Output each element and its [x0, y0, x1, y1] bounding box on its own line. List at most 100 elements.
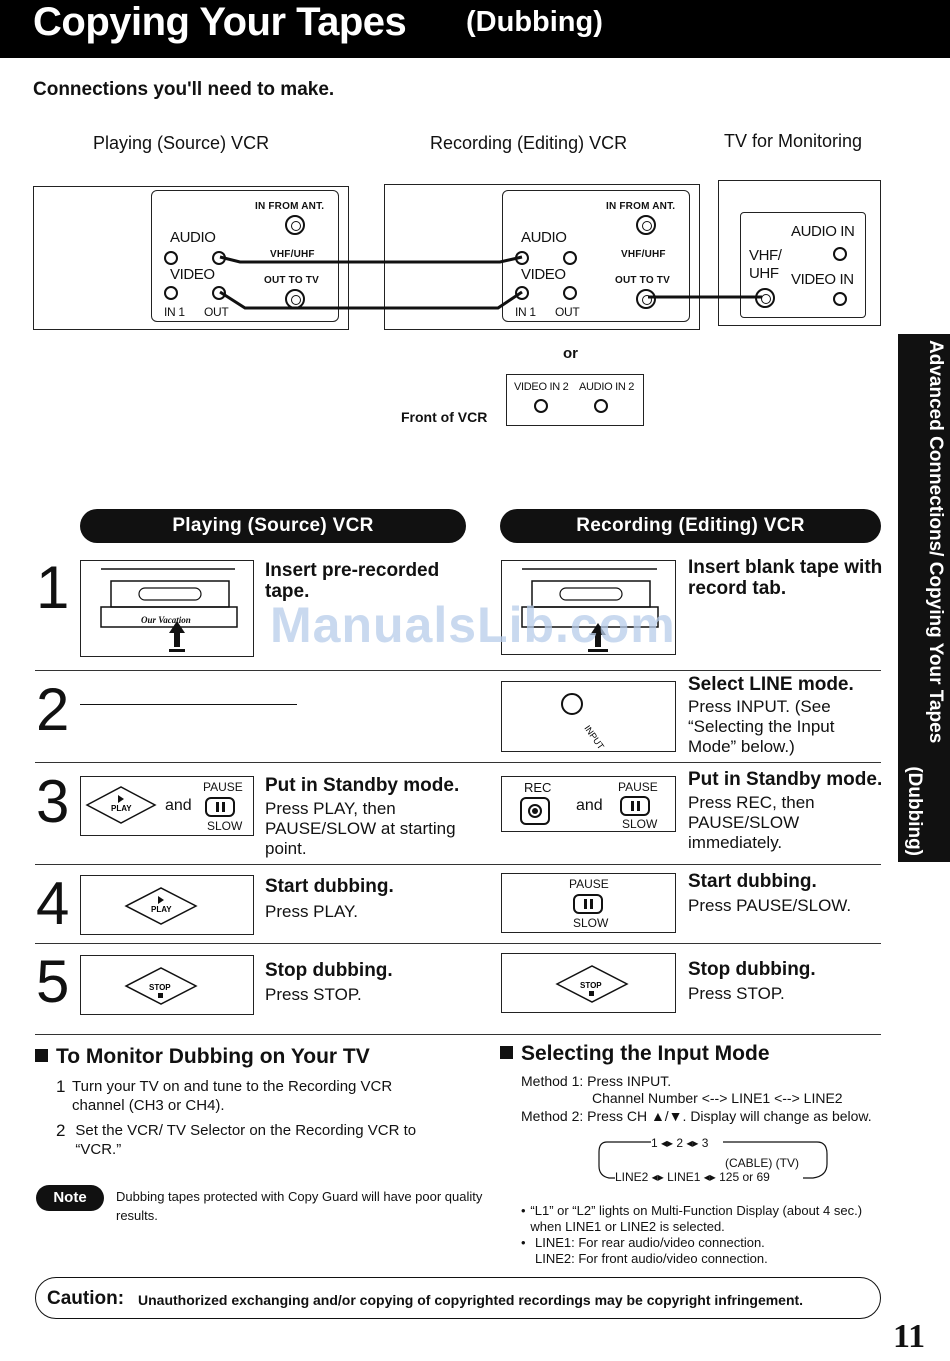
input-button-illustration[interactable]: INPUT — [501, 681, 676, 752]
step-divider — [35, 1034, 881, 1035]
step-text: Press PLAY. — [265, 902, 358, 921]
caution-text: Unauthorized exchanging and/or copying o… — [138, 1292, 804, 1308]
out-to-tv-jack — [285, 289, 305, 309]
svg-text:INPUT: INPUT — [582, 723, 606, 751]
step-text: Press STOP. — [688, 984, 785, 1003]
step-divider — [35, 762, 881, 763]
step-divider — [35, 943, 881, 944]
note-badge: Note — [36, 1185, 104, 1211]
step-title: Insert blank tape with record tab. — [688, 557, 883, 599]
step-text: Press STOP. — [265, 985, 362, 1004]
pause-illustration: PAUSE SLOW — [501, 873, 676, 933]
page-title-paren: (Dubbing) — [466, 6, 603, 38]
step-text: Press PAUSE/SLOW. — [688, 896, 852, 915]
source-vcr-jack-panel: IN FROM ANT. AUDIO VHF/UHF VIDEO OUT TO … — [151, 190, 339, 322]
cycle-top: 1 ◂▸ 2 ◂▸ 3 — [651, 1136, 709, 1150]
list-item: 2 Set the VCR/ TV Selector on the Record… — [56, 1121, 436, 1159]
tv-uhf-label: UHF — [749, 265, 779, 282]
cable-lines — [219, 255, 762, 310]
cycle-arrows-icon — [598, 1141, 828, 1179]
side-tab: Advanced Connections/ Copying Your Tapes… — [898, 334, 950, 862]
page-number: 11 — [893, 1318, 926, 1355]
out-to-tv-label: OUT TO TV — [615, 275, 670, 286]
list-item-number: 2 — [56, 1121, 66, 1140]
pause-label: PAUSE — [203, 780, 243, 794]
svg-text:STOP: STOP — [580, 981, 602, 990]
stop-button-icon[interactable]: STOP — [502, 954, 677, 1014]
pause-label: PAUSE — [618, 780, 658, 794]
input-mode-section-title: Selecting the Input Mode — [500, 1042, 770, 1066]
square-bullet-icon — [35, 1049, 48, 1062]
rec-button-icon[interactable] — [520, 797, 550, 825]
left-column-header: Playing (Source) VCR — [80, 509, 466, 543]
stop-illustration: STOP — [80, 955, 254, 1015]
front-jack-panel: VIDEO IN 2 AUDIO IN 2 — [506, 374, 644, 426]
ant-in-jack — [636, 215, 656, 235]
play-button-icon[interactable]: PLAY — [81, 876, 255, 936]
video-cable — [219, 290, 523, 310]
bullet-text: “L1” or “L2” lights on Multi-Function Di… — [530, 1203, 863, 1234]
step-number: 3 — [36, 768, 70, 835]
step-title: Stop dubbing. — [688, 959, 816, 980]
input-mode-title-text: Selecting the Input Mode — [521, 1042, 770, 1065]
step-number: 5 — [36, 948, 70, 1015]
bullet-text: LINE2: For front audio/video connection. — [535, 1251, 768, 1266]
svg-text:STOP: STOP — [149, 983, 171, 992]
and-label: and — [165, 797, 192, 814]
recording-vcr-label: Recording (Editing) VCR — [430, 133, 628, 153]
out-label: OUT — [555, 305, 580, 319]
recording-vcr-jack-panel: IN FROM ANT. AUDIO VHF/UHF VIDEO OUT TO … — [502, 190, 690, 322]
monitor-list: 1 Turn your TV on and tune to the Record… — [56, 1077, 436, 1159]
page-title: Copying Your Tapes — [33, 0, 407, 44]
pause-button-icon[interactable] — [573, 894, 603, 914]
list-item: LINE2: For front audio/video connection. — [521, 1251, 886, 1267]
step-text: Press INPUT. (See “Selecting the Input M… — [688, 697, 835, 756]
in1-label: IN 1 — [515, 305, 536, 319]
out-to-tv-jack — [636, 289, 656, 309]
out-label: OUT — [204, 305, 229, 319]
caution-box: Caution: Unauthorized exchanging and/or … — [35, 1277, 881, 1319]
connections-heading: Connections you'll need to make. — [33, 79, 335, 100]
tape-label: Our Vacation — [141, 615, 191, 625]
insert-blank-tape-illustration — [501, 560, 676, 655]
play-button-icon[interactable]: PLAY — [81, 777, 255, 837]
header-bar: Copying Your Tapes (Dubbing) — [0, 0, 950, 58]
step2-empty-line — [80, 704, 297, 705]
step-title: Put in Standby mode. — [265, 775, 460, 796]
bullet-text: LINE1: For rear audio/video connection. — [535, 1235, 765, 1250]
cycle-bottom: LINE2 ◂▸ LINE1 ◂▸ 125 or 69 — [615, 1170, 770, 1184]
input-button-icon: INPUT — [561, 693, 606, 752]
list-item: •“L1” or “L2” lights on Multi-Function D… — [521, 1203, 886, 1235]
method2-text: Method 2: Press CH ▲/▼. Display will cha… — [521, 1108, 872, 1124]
method1-sequence: Channel Number <--> LINE1 <--> LINE2 — [592, 1090, 843, 1106]
tv-vhf-label: VHF/ — [749, 247, 782, 264]
svg-text:PLAY: PLAY — [151, 905, 172, 914]
audio-cable — [219, 255, 523, 264]
video-label: VIDEO — [170, 266, 215, 283]
right-column-header: Recording (Editing) VCR — [500, 509, 881, 543]
ant-in-jack — [285, 215, 305, 235]
video-in-jack — [164, 286, 178, 300]
rec-label: REC — [524, 780, 552, 795]
list-item: •LINE1: For rear audio/video connection. — [521, 1235, 765, 1250]
list-item-number: 1 — [56, 1077, 66, 1096]
stop-illustration: STOP — [501, 953, 676, 1013]
pause-button-icon[interactable] — [205, 797, 235, 817]
or-label: or — [563, 345, 578, 362]
video-out-jack — [563, 286, 577, 300]
in-from-ant-label: IN FROM ANT. — [606, 201, 676, 212]
source-vcr-label: Playing (Source) VCR — [93, 133, 270, 153]
list-item: 1 Turn your TV on and tune to the Record… — [56, 1077, 436, 1115]
play-illustration: PLAY — [80, 875, 254, 935]
step-number: 4 — [36, 870, 70, 937]
step-text: Press PLAY, then PAUSE/SLOW at starting … — [265, 799, 456, 858]
side-tab-line1: Advanced Connections/ Copying Your Tapes — [925, 340, 946, 744]
step-title: Insert pre-recorded tape. — [265, 560, 440, 602]
stop-button-icon[interactable]: STOP — [81, 956, 255, 1016]
video-label: VIDEO — [521, 266, 566, 283]
pause-button-icon[interactable] — [620, 796, 650, 816]
pause-label: PAUSE — [569, 877, 609, 891]
caution-label: Caution: — [47, 1288, 125, 1309]
and-label: and — [576, 797, 603, 814]
front-of-vcr-label: Front of VCR — [401, 409, 488, 425]
